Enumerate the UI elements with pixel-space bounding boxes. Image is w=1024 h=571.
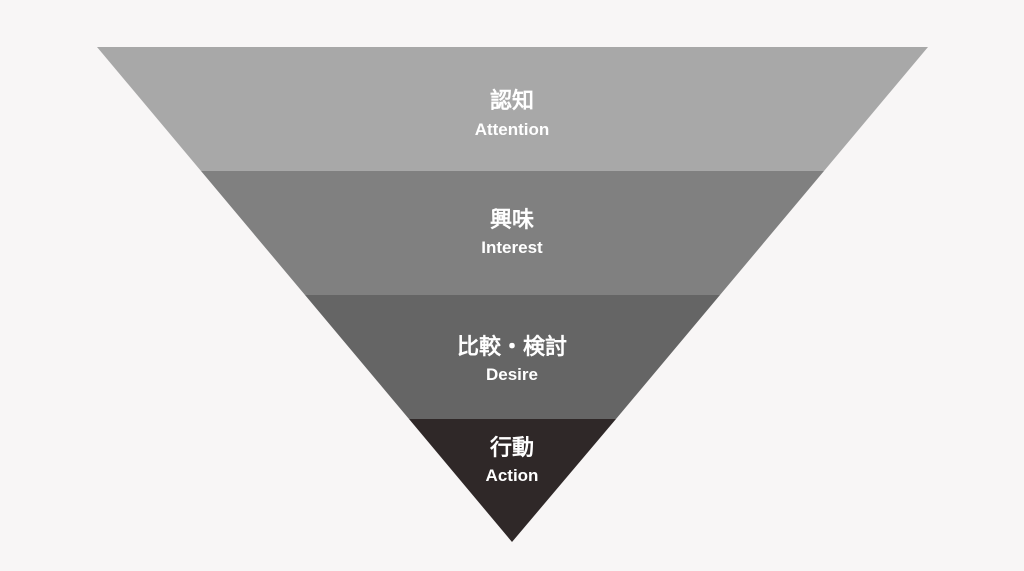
funnel-stage-action (409, 419, 616, 542)
funnel-stage-desire (305, 295, 720, 419)
stage-label-en: Attention (475, 120, 550, 139)
stage-label-jp: 行動 (489, 435, 534, 461)
stage-label-jp: 興味 (490, 208, 534, 233)
stage-label-en: Desire (486, 365, 538, 384)
stage-label-jp: 比較・検討 (457, 334, 567, 360)
funnel-stage-interest (201, 171, 824, 295)
stage-label-en: Action (486, 466, 539, 485)
stage-label-en: Interest (481, 238, 543, 257)
stage-label-jp: 認知 (490, 88, 534, 114)
funnel-stage-attention (97, 47, 928, 171)
